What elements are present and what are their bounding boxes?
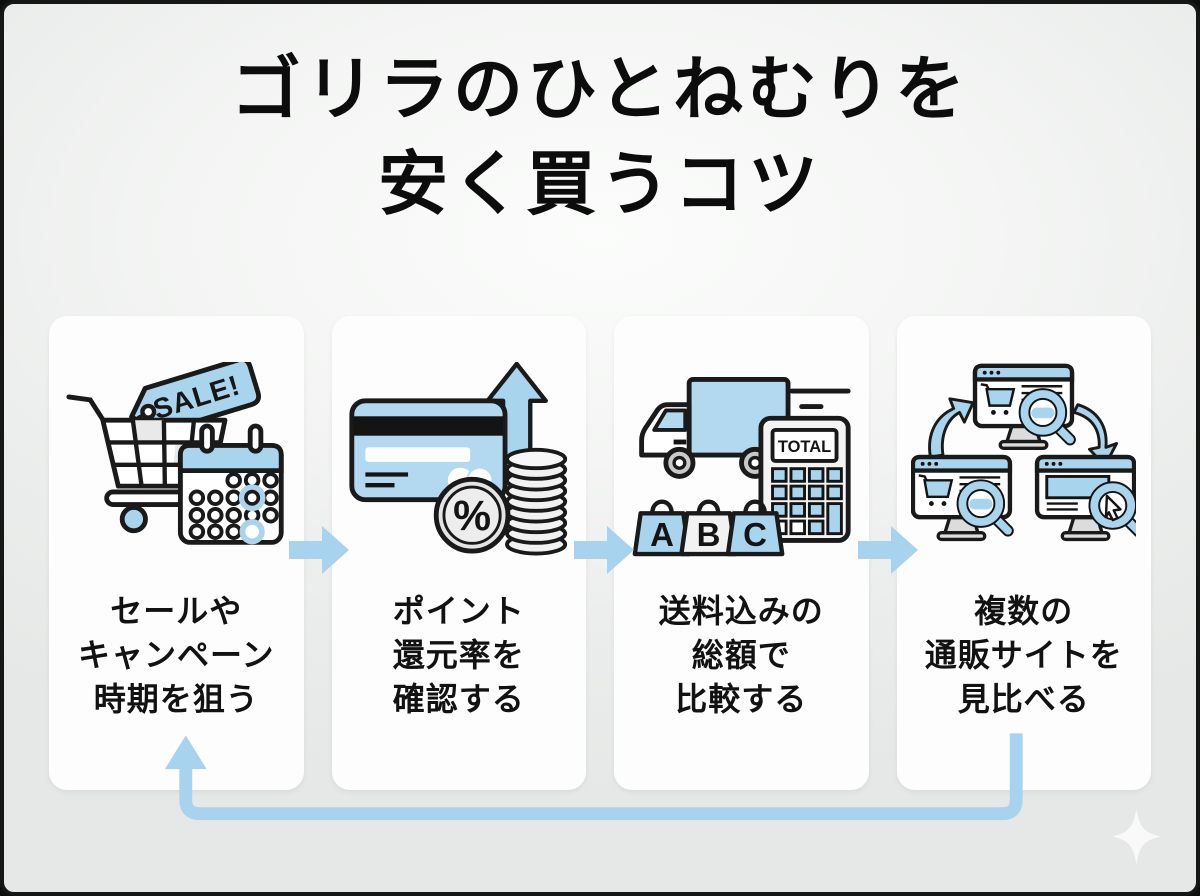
magnifier-icon bbox=[956, 479, 1015, 537]
step-2-label: ポイント 還元率を 確認する bbox=[393, 589, 525, 721]
step-label-line: 還元率を bbox=[392, 637, 525, 673]
step-label-line: 確認する bbox=[392, 681, 525, 717]
truck-calculator-bags-icon: TOTAL A bbox=[632, 376, 851, 556]
step-2-illustration: % bbox=[332, 346, 587, 581]
credit-card-icon bbox=[349, 398, 508, 502]
step-label-line: セールや bbox=[110, 593, 243, 629]
magnifier-icon bbox=[1018, 387, 1077, 446]
title-line-1: ゴリラのひとねむりを bbox=[231, 50, 969, 128]
step-label-line: 送料込みの bbox=[658, 593, 824, 629]
title-line-2: 安く買うコツ bbox=[378, 145, 822, 223]
step-label-line: 時期を狙う bbox=[93, 681, 259, 717]
coin-stack-icon bbox=[505, 447, 568, 556]
monitor-shop-icon bbox=[911, 454, 1015, 541]
step-label-line: 通販サイトを bbox=[924, 637, 1123, 673]
step-1-label: セールや キャンペーン 時期を狙う bbox=[78, 589, 274, 721]
monitor-banner-icon bbox=[1035, 454, 1137, 541]
monitor-shop-icon bbox=[973, 363, 1077, 450]
calendar-highlight-ring bbox=[239, 518, 265, 544]
step-label-line: ポイント bbox=[392, 593, 525, 629]
step-card-2: % ポイント 還元率を 確認する bbox=[331, 316, 587, 790]
calendar-dates bbox=[188, 471, 279, 540]
calendar-highlight-ring bbox=[238, 484, 266, 511]
flow-right-arrow-icon bbox=[289, 526, 349, 574]
step-3-illustration: TOTAL A bbox=[614, 346, 869, 581]
step-label-line: 複数の bbox=[974, 593, 1074, 629]
calculator-keys bbox=[770, 466, 843, 535]
card-coins-icon: % bbox=[349, 361, 568, 556]
step-3-label: 送料込みの 総額で 比較する bbox=[659, 589, 824, 721]
sparkle-icon bbox=[1112, 808, 1161, 865]
percent-label: % bbox=[453, 491, 491, 539]
step-4-label: 複数の 通販サイトを 見比べる bbox=[925, 589, 1123, 721]
shopping-bag-c: C bbox=[725, 499, 785, 556]
flow-right-arrow-icon bbox=[574, 526, 634, 574]
step-card-3: TOTAL A bbox=[614, 316, 869, 790]
step-label-line: 比較する bbox=[675, 681, 808, 717]
cursor-icon bbox=[1104, 494, 1122, 521]
steps-row: SALE! bbox=[49, 316, 1151, 790]
bag-label: B bbox=[696, 516, 720, 553]
calculator-display: TOTAL bbox=[778, 438, 831, 456]
calculator-icon: TOTAL bbox=[758, 415, 851, 543]
page-title: ゴリラのひとねむりを 安く買うコツ bbox=[4, 42, 1196, 232]
step-label-line: キャンペーン bbox=[78, 637, 275, 673]
bag-label: A bbox=[650, 516, 674, 553]
step-4-illustration bbox=[897, 346, 1152, 581]
step-card-4: 複数の 通販サイトを 見比べる bbox=[896, 316, 1152, 790]
shopping-bag-b: B bbox=[678, 499, 738, 556]
flow-right-arrow-icon bbox=[858, 526, 918, 574]
percent-coin-icon: % bbox=[434, 476, 511, 554]
cart-sale-calendar-icon: SALE! bbox=[66, 361, 284, 545]
calendar-icon bbox=[177, 423, 284, 545]
curved-arrow-up-icon bbox=[928, 397, 975, 459]
magnifier-cursor-icon bbox=[1088, 480, 1137, 537]
cart-handle bbox=[66, 394, 108, 427]
step-card-1: SALE! bbox=[49, 316, 304, 790]
sale-tag-icon: SALE! bbox=[128, 361, 261, 435]
step-1-illustration: SALE! bbox=[49, 346, 304, 581]
step-label-line: 見比べる bbox=[957, 681, 1090, 717]
monitors-compare-icon bbox=[911, 363, 1137, 541]
step-label-line: 総額で bbox=[691, 637, 791, 673]
bag-label: C bbox=[743, 516, 767, 553]
